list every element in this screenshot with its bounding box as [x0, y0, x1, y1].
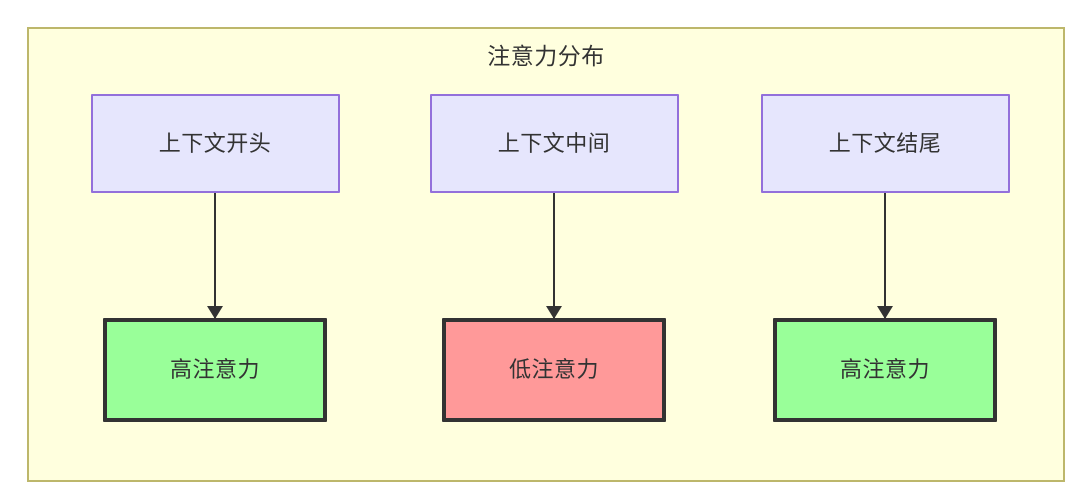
- subgraph-title: 注意力分布: [487, 43, 605, 69]
- node-attention-end-label: 高注意力: [839, 357, 930, 382]
- edge-context-start-to-attention: [207, 193, 223, 319]
- arrow-down-icon: [207, 306, 223, 319]
- node-attention-middle-label: 低注意力: [508, 357, 599, 382]
- edge-context-middle-to-attention: [546, 193, 562, 319]
- attention-distribution-subgraph: 注意力分布 上下文开头 高注意力 上下文中间 低注意力: [27, 27, 1065, 482]
- node-context-start-label: 上下文开头: [158, 130, 272, 156]
- node-context-middle-label: 上下文中间: [497, 130, 611, 156]
- node-context-end[interactable]: 上下文结尾: [760, 94, 1010, 193]
- node-context-end-label: 上下文结尾: [828, 130, 942, 156]
- node-attention-middle[interactable]: 低注意力: [442, 318, 666, 422]
- node-attention-start[interactable]: 高注意力: [103, 318, 327, 422]
- arrow-down-icon: [546, 306, 562, 319]
- node-context-start[interactable]: 上下文开头: [90, 94, 340, 193]
- node-attention-start-label: 高注意力: [169, 357, 260, 382]
- node-context-middle[interactable]: 上下文中间: [429, 94, 679, 193]
- edge-context-end-to-attention: [877, 193, 893, 319]
- node-attention-end[interactable]: 高注意力: [773, 318, 997, 422]
- arrow-down-icon: [877, 306, 893, 319]
